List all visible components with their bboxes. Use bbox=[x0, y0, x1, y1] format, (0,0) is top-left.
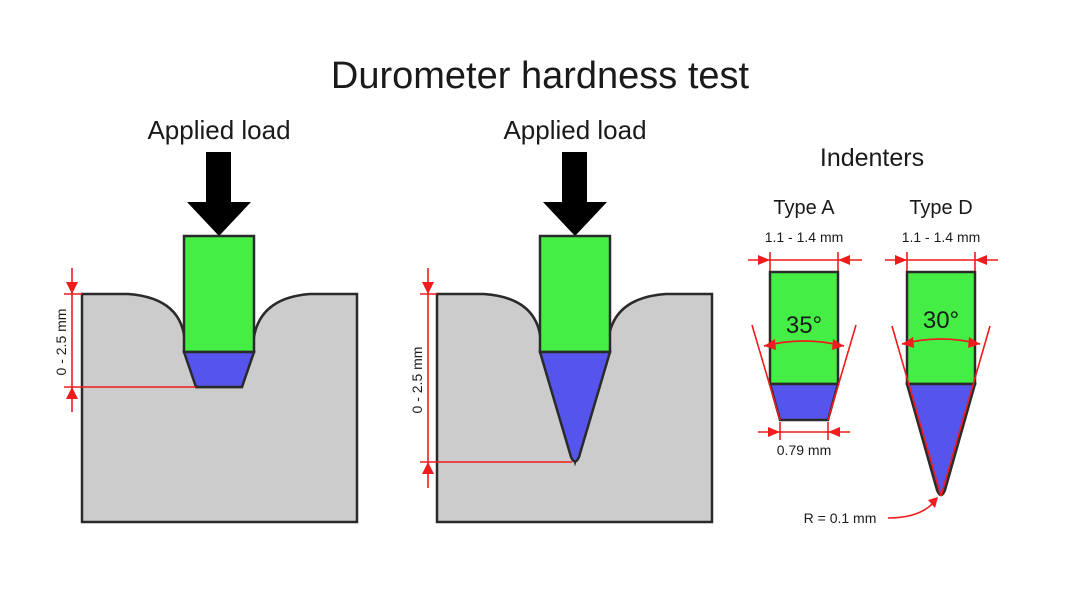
type-a-width-dimension bbox=[748, 252, 862, 272]
type-d-width-label: 1.1 - 1.4 mm bbox=[902, 229, 981, 245]
type-a-tip bbox=[768, 382, 840, 422]
left-indenter-body bbox=[182, 234, 256, 354]
type-d-radius-label: R = 0.1 mm bbox=[804, 510, 877, 526]
indenters-title: Indenters bbox=[820, 144, 924, 172]
left-indenter-tip bbox=[182, 350, 256, 389]
right-test: Applied load 0 - 2.5 mm bbox=[409, 115, 714, 524]
right-depth-label: 0 - 2.5 mm bbox=[409, 347, 425, 414]
right-applied-load-label: Applied load bbox=[503, 115, 646, 145]
left-applied-load-label: Applied load bbox=[147, 115, 290, 145]
type-a-label: Type A bbox=[773, 197, 835, 219]
type-a-angle-marker bbox=[751, 324, 857, 421]
type-d-label: Type D bbox=[909, 197, 972, 219]
left-depth-label: 0 - 2.5 mm bbox=[53, 309, 69, 376]
right-load-arrow bbox=[543, 152, 607, 236]
left-test: Applied load 0 - 2.5 mm bbox=[53, 115, 359, 524]
type-d-radius-leader bbox=[887, 497, 938, 519]
right-indenter-body bbox=[538, 234, 612, 354]
right-depth-dimension bbox=[420, 268, 572, 488]
type-d-tip bbox=[905, 382, 977, 497]
type-d-angle-marker bbox=[891, 325, 991, 497]
right-indenter-tip bbox=[538, 350, 612, 463]
type-a-width-label: 1.1 - 1.4 mm bbox=[765, 229, 844, 245]
type-d-width-dimension bbox=[885, 252, 998, 272]
type-a-angle-label: 35° bbox=[786, 312, 822, 339]
left-depth-dimension bbox=[64, 268, 196, 412]
type-a-tip-label: 0.79 mm bbox=[777, 442, 831, 458]
type-d-indenter: Type D 1.1 - 1.4 mm 30° R = 0.1 mm bbox=[804, 197, 998, 526]
diagram-title: Durometer hardness test bbox=[331, 55, 750, 97]
type-a-tip-dimension bbox=[758, 422, 850, 440]
type-d-angle-label: 30° bbox=[923, 307, 959, 334]
type-a-indenter: Type A 1.1 - 1.4 mm 35° 0.79 bbox=[748, 197, 862, 458]
left-load-arrow bbox=[187, 152, 251, 236]
